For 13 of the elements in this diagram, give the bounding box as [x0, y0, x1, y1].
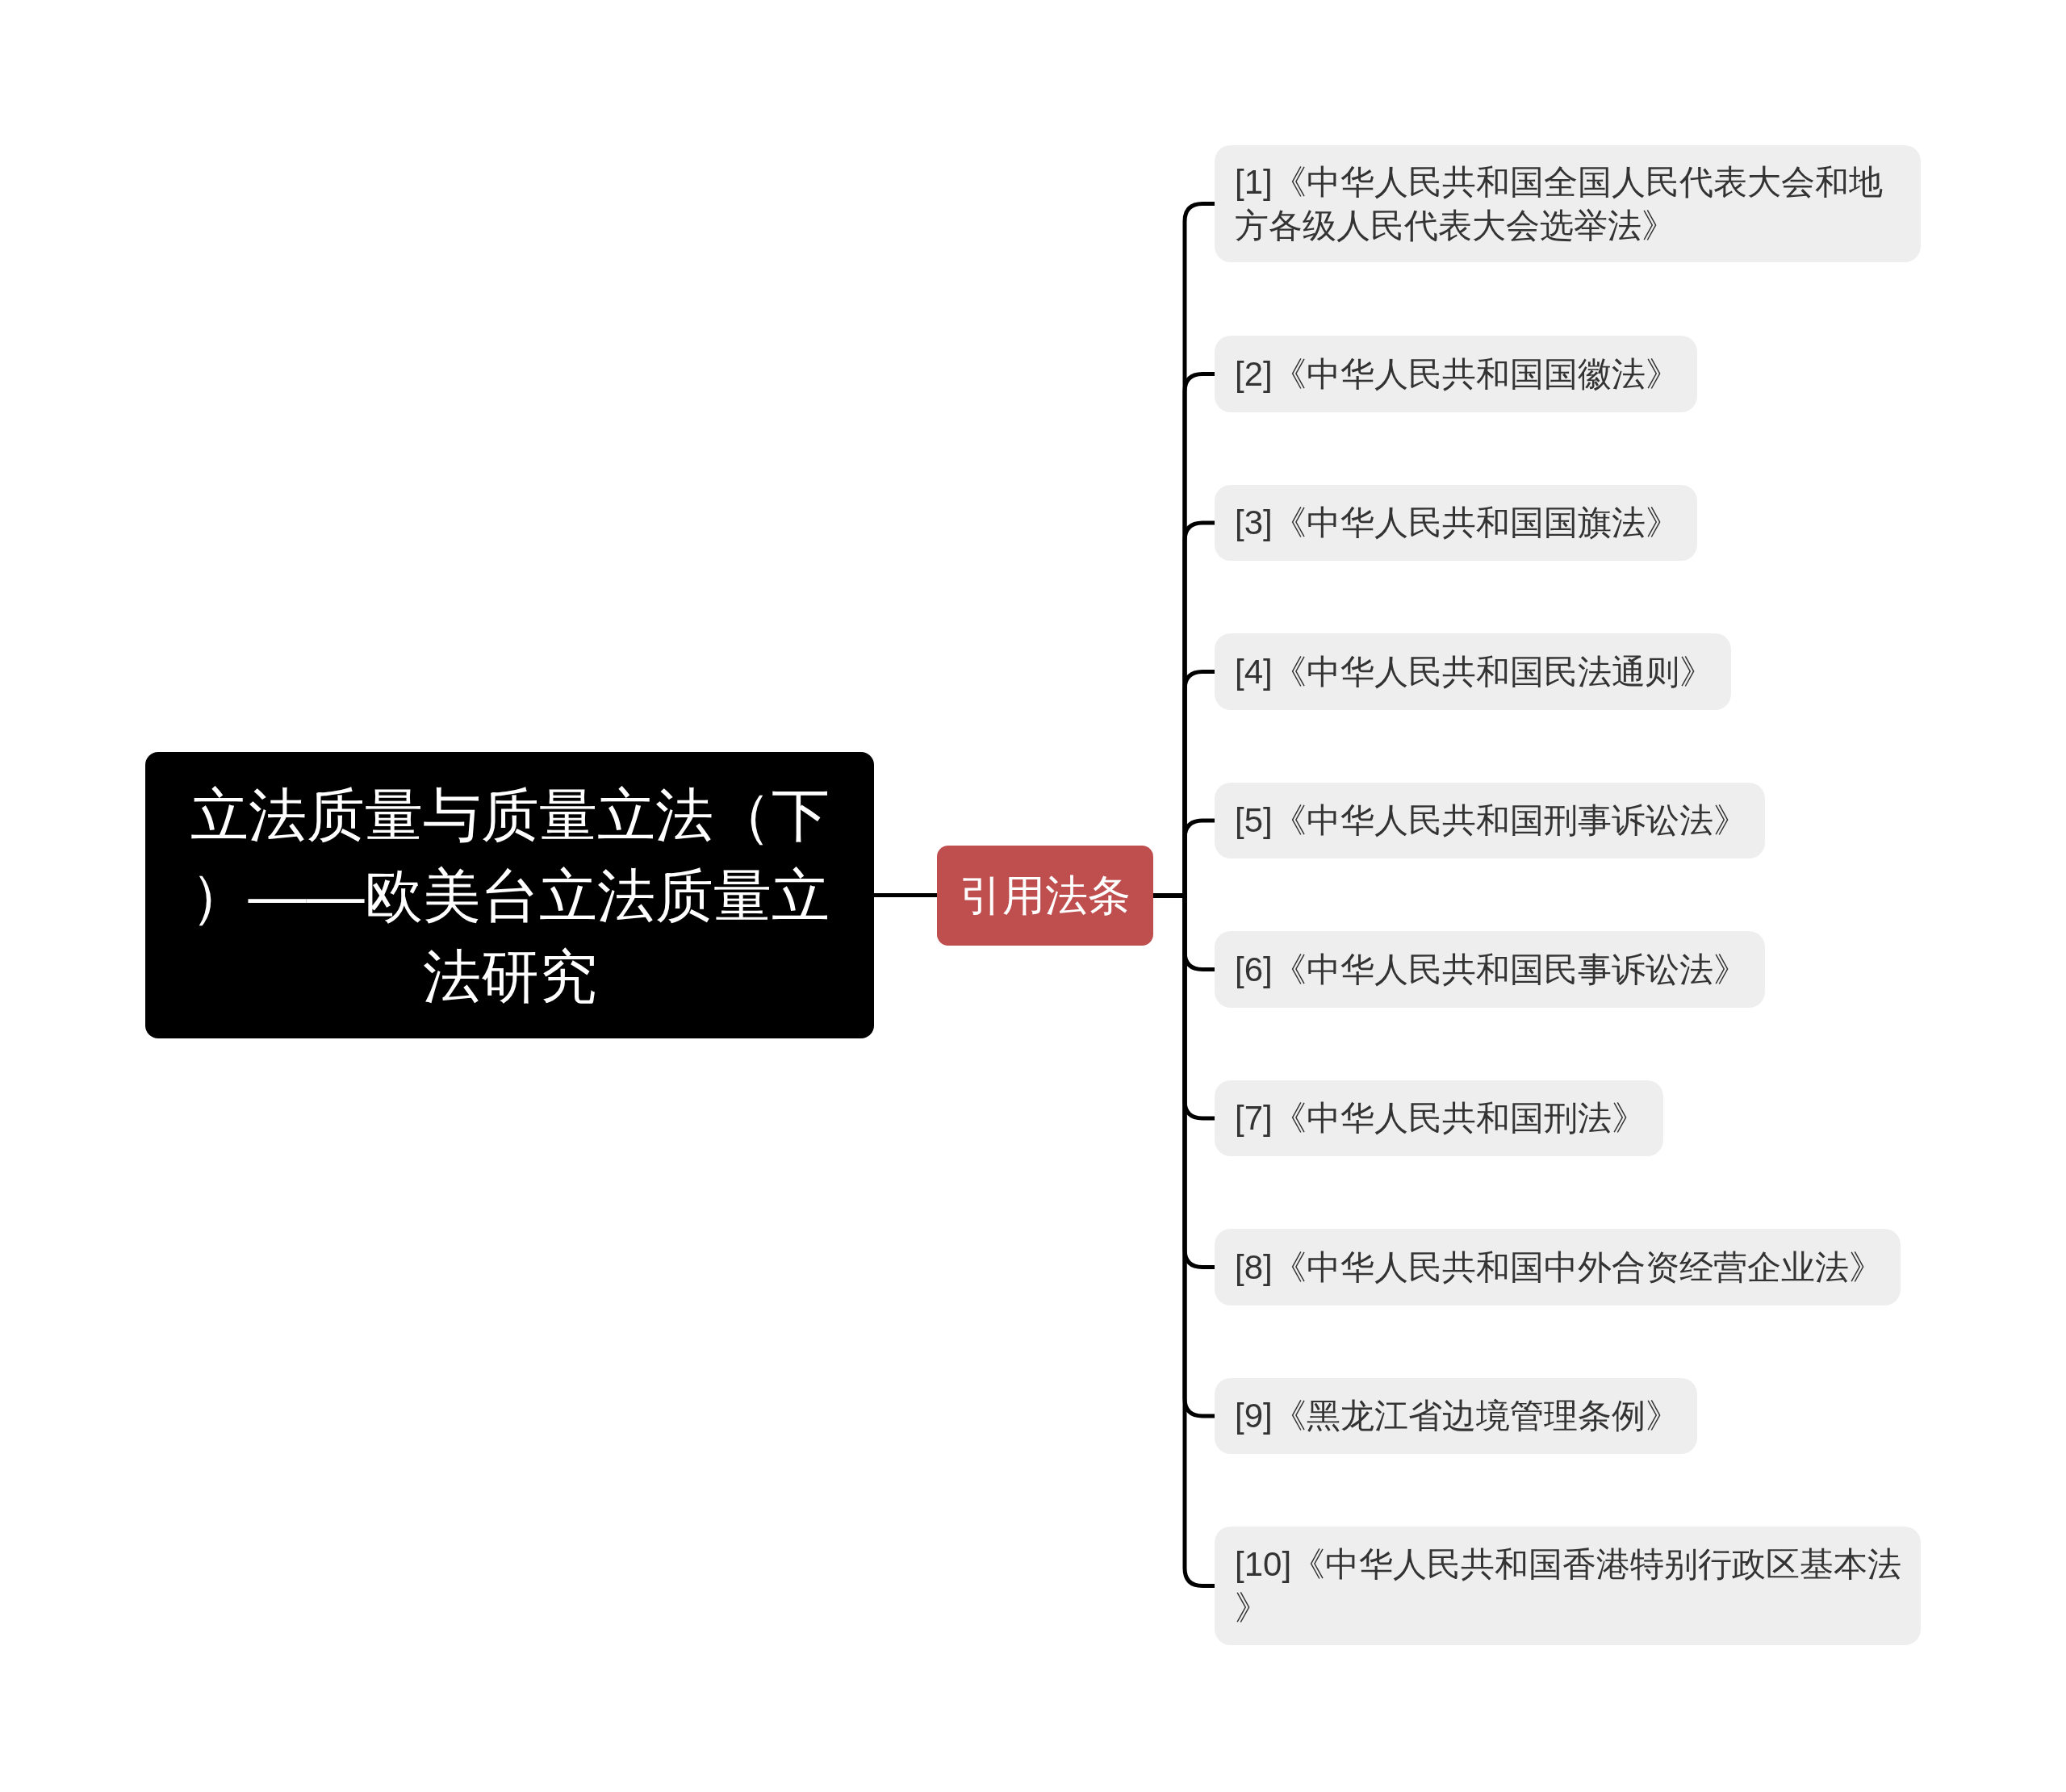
subtopic-box: [4]《中华人民共和国民法通则》	[1215, 633, 1731, 710]
branch-topic-box: 引用法条	[937, 846, 1153, 946]
subtopic-box: [3]《中华人民共和国国旗法》	[1215, 485, 1697, 561]
subtopic-box: [9]《黑龙江省边境管理条例》	[1215, 1378, 1697, 1454]
central-topic-box: 立法质量与质量立法（下）——欧美台立法质量立法研究	[145, 752, 874, 1038]
subtopic-box: [10]《中华人民共和国香港特别行政区基本法》	[1215, 1527, 1921, 1645]
subtopic-box: [6]《中华人民共和国民事诉讼法》	[1215, 931, 1765, 1008]
subtopic-box: [5]《中华人民共和国刑事诉讼法》	[1215, 783, 1765, 858]
subtopic-box: [1]《中华人民共和国全国人民代表大会和地方各级人民代表大会选举法》	[1215, 145, 1921, 262]
subtopic-box: [7]《中华人民共和国刑法》	[1215, 1080, 1663, 1156]
connector-line	[874, 893, 937, 897]
subtopic-box: [8]《中华人民共和国中外合资经营企业法》	[1215, 1229, 1901, 1305]
subtopic-box: [2]《中华人民共和国国徽法》	[1215, 336, 1697, 412]
